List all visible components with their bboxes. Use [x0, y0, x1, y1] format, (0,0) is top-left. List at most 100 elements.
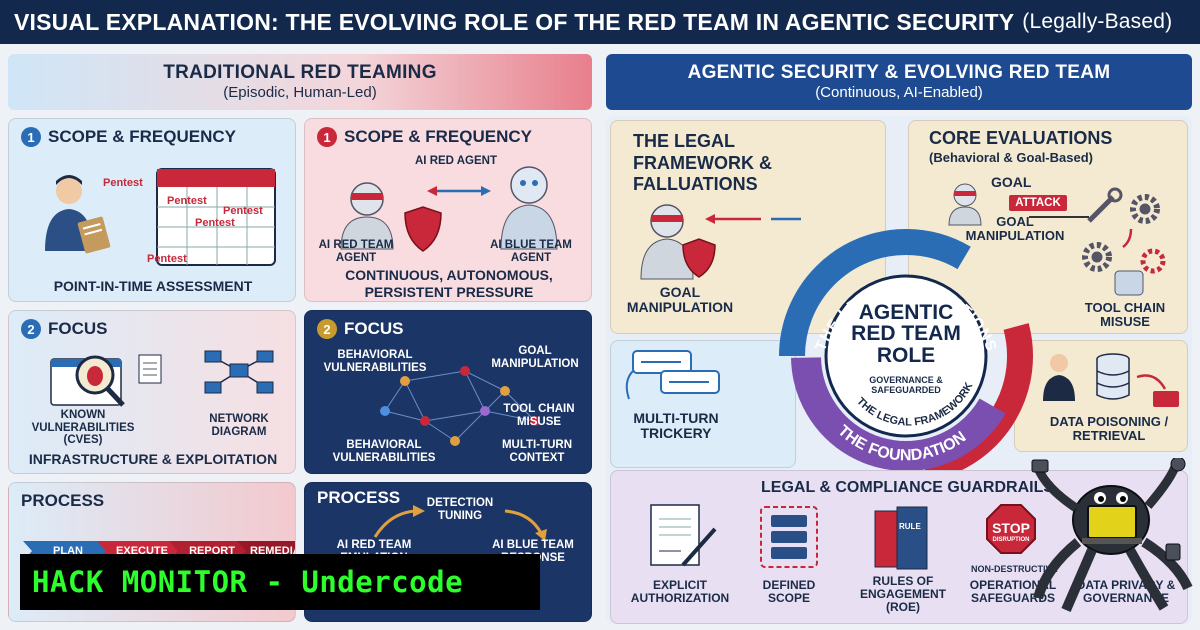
known-vulnerabilities-label: KNOWN VULNERABILITIES (CVEs)	[31, 409, 135, 447]
robot-hand-icon	[1114, 270, 1144, 296]
gadget-icons	[1031, 458, 1186, 561]
ai-red-team-agent-label: AI RED TEAM AGENT	[318, 239, 394, 264]
agentic-red-team-role-title: AGENTIC RED TEAM ROLE	[851, 301, 961, 367]
multi-turn-trickery-label: MULTI-TURN TRICKERY	[633, 410, 719, 442]
stop-sign-icon	[986, 504, 1036, 554]
core-evaluations-sub: (Behavioral & Goal-Based)	[929, 150, 1093, 165]
chat-bubbles-icon	[625, 350, 720, 400]
focus-ai-label: BEHAVIORAL VULNERABILITIES	[332, 439, 436, 464]
focus-traditional-title-text: FOCUS	[48, 319, 108, 338]
focus-ai-title: 2 FOCUS	[317, 319, 404, 339]
pentest-label: Pentest	[223, 205, 263, 217]
magnifier-bug-icon	[75, 355, 125, 407]
scope-ai-caption: CONTINUOUS, AUTONOMOUS, PERSISTENT PRESS…	[345, 267, 553, 300]
scope-traditional-card: 1 SCOPE & FREQUENCY Pentest Pentest Pent…	[8, 118, 296, 302]
exchange-arrows-icon	[427, 186, 491, 196]
step-number-badge: 1	[317, 127, 337, 147]
central-ring: THE LEGAL EVALUATIONS THE LEGAL FRAMEWOR…	[779, 229, 1033, 483]
focus-ai-label: TOOL CHAIN MISUSE	[503, 403, 575, 428]
database-icon	[1096, 353, 1130, 400]
focus-ai-title-text: FOCUS	[344, 319, 404, 338]
core-attack-badge: ATTACK	[1009, 195, 1067, 211]
network-diagram-icon	[204, 350, 274, 394]
focus-traditional-card: 2 FOCUS KNOWN VULNERABILITIES (CVEs) NET…	[8, 310, 296, 474]
wrench-icon	[1087, 187, 1123, 223]
non-destructive-label: NON-DESTRUCTIVE	[971, 564, 1058, 574]
page-title: VISUAL EXPLANATION: THE EVOLVING ROLE OF…	[0, 0, 1200, 44]
scope-ai-card: 1 SCOPE & FREQUENCY AI RED AGENT AI RED …	[304, 118, 592, 302]
attack-graph-illustration	[380, 366, 540, 446]
calendar-icon	[156, 168, 276, 266]
scope-ai-title: 1 SCOPE & FREQUENCY	[317, 127, 532, 147]
data-poisoning-card: DATA POISONING / RETRIEVAL	[1014, 340, 1188, 452]
focus-ai-label: GOAL MANIPULATION	[491, 345, 579, 370]
legal-goal-manipulation-label: GOAL MANIPULATION	[626, 284, 734, 316]
hack-monitor-watermark: HACK MONITOR - Undercode	[20, 554, 540, 610]
guardrail-item: RULES OF ENGAGEMENT (ROE)	[859, 574, 946, 615]
right-header: AGENTIC SECURITY & EVOLVING RED TEAM (Co…	[606, 54, 1192, 110]
robots-illustration	[340, 166, 558, 252]
disruption-label: DISRUPTION	[992, 537, 1030, 543]
scope-traditional-caption: POINT-IN-TIME ASSESSMENT	[53, 278, 253, 294]
governance-safeguarded-label: GOVERNANCE & SAFEGUARDED	[869, 375, 943, 395]
person-icon	[1043, 354, 1075, 401]
red-robot-icon	[340, 182, 394, 250]
step-number-badge: 2	[21, 319, 41, 339]
database-person-icon	[1043, 353, 1179, 407]
person-calendar-illustration	[45, 168, 276, 266]
core-evaluations-title: CORE EVALUATIONS	[929, 128, 1113, 148]
step-number-badge: 1	[21, 127, 41, 147]
data-poisoning-label: DATA POISONING / RETRIEVAL	[1049, 414, 1169, 444]
blue-robot-icon	[500, 166, 558, 250]
right-header-title: AGENTIC SECURITY & EVOLVING RED TEAM	[687, 62, 1111, 83]
server-icon	[760, 506, 818, 568]
scope-traditional-title: 1 SCOPE & FREQUENCY	[21, 127, 236, 147]
left-header-sub: (Episodic, Human-Led)	[223, 83, 377, 101]
focus-ai-label: BEHAVIORAL VULNERABILITIES	[323, 349, 427, 374]
core-evaluations-illustration	[948, 183, 1166, 296]
arrow-icon	[705, 214, 801, 224]
red-robot-icon	[640, 204, 694, 280]
guardrail-item: DEFINED SCOPE	[762, 578, 816, 606]
shield-icon	[682, 238, 716, 278]
document-icon	[138, 354, 162, 384]
legal-framework-title: THE LEGAL FRAMEWORK & FALLUATIONS	[633, 131, 772, 195]
person-icon	[45, 175, 111, 254]
robot-shield-illustration	[640, 204, 801, 280]
vuln-network-illustration	[50, 350, 274, 407]
multi-turn-card: MULTI-TURN TRICKERY	[610, 340, 796, 468]
octopus-hacker-logo	[1031, 458, 1193, 612]
focus-ai-card: 2 FOCUS BEHAVIORAL VULNERABILITIES GOAL …	[304, 310, 592, 474]
focus-ai-label: MULTI-TURN CONTEXT	[501, 439, 573, 464]
guardrails-title: LEGAL & COMPLIANCE GUARDRAILS	[761, 479, 1055, 496]
left-header-title: TRADITIONAL RED TEAMING	[163, 62, 437, 83]
page-title-main: VISUAL EXPLANATION: THE EVOLVING ROLE OF…	[14, 8, 1015, 35]
pentest-label: Pentest	[167, 195, 207, 207]
rule-book-label: RULE	[899, 522, 921, 531]
scope-traditional-title-text: SCOPE & FREQUENCY	[48, 127, 236, 146]
rule-book-icon	[874, 506, 928, 570]
pentest-label: Pentest	[103, 177, 143, 189]
stop-sign-label: STOP	[992, 520, 1030, 536]
core-goal-manipulation-label: GOAL MANIPULATION	[965, 214, 1065, 244]
detection-tuning-label: DETECTION TUNING	[426, 497, 494, 522]
core-tool-chain-label: TOOL CHAIN MISUSE	[1084, 300, 1166, 330]
core-goal-label: GOAL	[991, 174, 1032, 190]
pentest-label: Pentest	[195, 217, 235, 229]
process-ai-title: PROCESS	[317, 488, 401, 507]
ai-red-agent-label: AI RED AGENT	[415, 155, 497, 167]
network-diagram-label: NETWORK DIAGRAM	[209, 413, 269, 438]
pentest-label: Pentest	[147, 253, 187, 265]
focus-traditional-title: 2 FOCUS	[21, 319, 108, 339]
process-loop-arrows	[373, 505, 547, 541]
right-header-sub: (Continuous, AI-Enabled)	[815, 83, 983, 101]
guardrail-icons	[650, 504, 1036, 570]
page-title-sub: (Legally-Based)	[1022, 10, 1173, 33]
step-number-badge: 2	[317, 319, 337, 339]
arrow-icon	[1029, 216, 1133, 248]
gear-icon	[1082, 194, 1166, 274]
ai-blue-team-agent-label: AI BLUE TEAM AGENT	[490, 239, 572, 264]
scope-ai-title-text: SCOPE & FREQUENCY	[344, 127, 532, 146]
guardrail-item: EXPLICIT AUTHORIZATION	[630, 578, 730, 606]
laptop-icon	[1082, 505, 1142, 544]
